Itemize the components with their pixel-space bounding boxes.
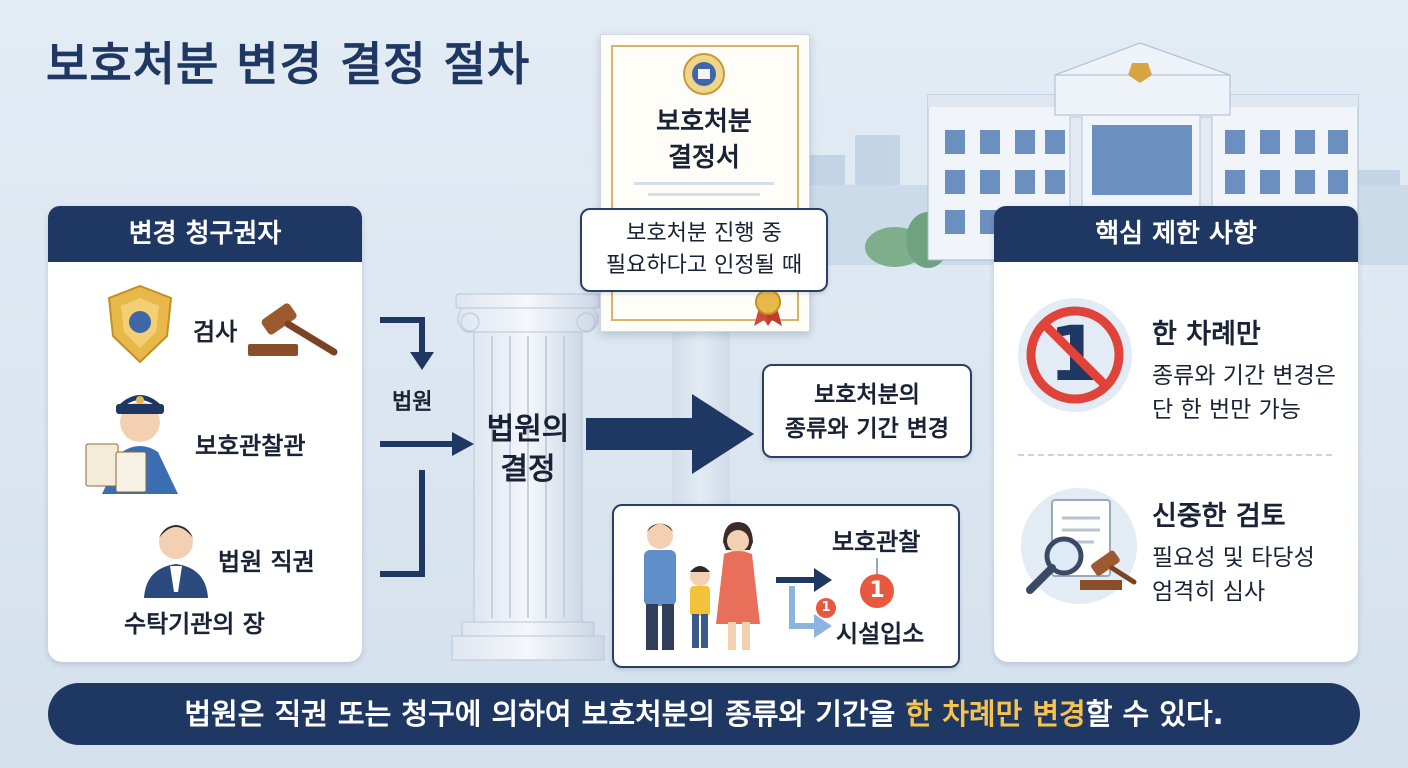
document-text-line: [648, 193, 760, 196]
document-text-line: [634, 182, 774, 185]
document-title-line2: 결정서: [668, 143, 740, 173]
restriction-once-desc2: 단 한 번만 가능: [1152, 397, 1301, 423]
summary-highlight: 한 차례만 변경: [905, 697, 1086, 731]
pillar-label-line2: 결정: [500, 452, 556, 487]
pillar-label-line1: 법원의: [486, 412, 570, 447]
document-text-lines: [634, 182, 774, 196]
result-box: 보호처분의 종류와 기간 변경: [762, 364, 972, 458]
condition-bubble-line2: 필요하다고 인정될 때: [605, 253, 803, 278]
condition-bubble: 보호처분 진행 중 필요하다고 인정될 때: [580, 208, 828, 292]
key-restrictions-header: 핵심 제한 사항: [994, 206, 1358, 262]
gavel-icon: [248, 303, 338, 356]
document-inner-border: [611, 45, 799, 321]
page-title: 보호처분 변경 결정 절차: [46, 37, 531, 91]
pillar-label: 법원의 결정: [468, 410, 588, 490]
restriction-once-title: 한 차례만: [1152, 319, 1261, 350]
branch-count-badge: 1: [816, 598, 836, 618]
result-box-line2: 종류와 기간 변경: [784, 416, 950, 442]
requester-court-ex-officio: 법원 직권: [218, 548, 315, 576]
option-count-badge: 1: [860, 574, 894, 608]
court-arrow-label: 법원: [392, 390, 433, 415]
prohibited-one-icon: 1: [1018, 298, 1132, 412]
restriction-once-desc1: 종류와 기간 변경은: [1152, 363, 1336, 389]
summary-banner: 법원은 직권 또는 청구에 의하여 보호처분의 종류와 기간을 한 차례만 변경…: [48, 683, 1360, 745]
branch-arrows: [776, 568, 832, 638]
probation-officer-icon: [85, 395, 178, 494]
option-probation: 보호관찰: [832, 528, 921, 556]
prosecutor-badge-icon: [107, 284, 173, 364]
requester-prosecutor: 검사: [193, 318, 238, 346]
result-box-line1: 보호처분의: [814, 382, 920, 408]
big-arrow-to-result: [586, 394, 754, 474]
court-emblem-icon: [683, 53, 725, 95]
restriction-divider: [1018, 454, 1332, 456]
family-illustration: [644, 522, 760, 650]
key-restrictions-panel: 핵심 제한 사항: [994, 206, 1358, 662]
summary-text-before: 법원은 직권 또는 청구에 의하여 보호처분의 종류와 기간을: [184, 697, 906, 731]
requester-probation-officer: 보호관찰관: [195, 432, 306, 460]
restriction-review-desc2: 엄격히 심사: [1152, 579, 1266, 605]
flow-arrows-to-court: [380, 317, 474, 577]
court-official-icon: [144, 525, 208, 598]
document-title: 보호처분 결정서: [600, 104, 808, 176]
summary-text-after: 할 수 있다.: [1085, 697, 1224, 731]
document-title-line1: 보호처분: [656, 107, 752, 137]
restriction-review-title: 신중한 검토: [1152, 501, 1286, 532]
requesters-panel-header: 변경 청구권자: [48, 206, 362, 262]
option-connector-line: [876, 558, 878, 576]
option-facility: 시설입소: [836, 620, 925, 648]
seal-ribbon-icon: [754, 289, 782, 326]
condition-bubble-line1: 보호처분 진행 중: [626, 221, 782, 246]
requester-facility-head: 수탁기관의 장: [124, 610, 265, 638]
document-magnifier-gavel-icon: [1021, 488, 1137, 604]
court-pillar-illustration: [451, 293, 605, 661]
restriction-review-desc1: 필요성 및 타당성: [1152, 545, 1315, 571]
